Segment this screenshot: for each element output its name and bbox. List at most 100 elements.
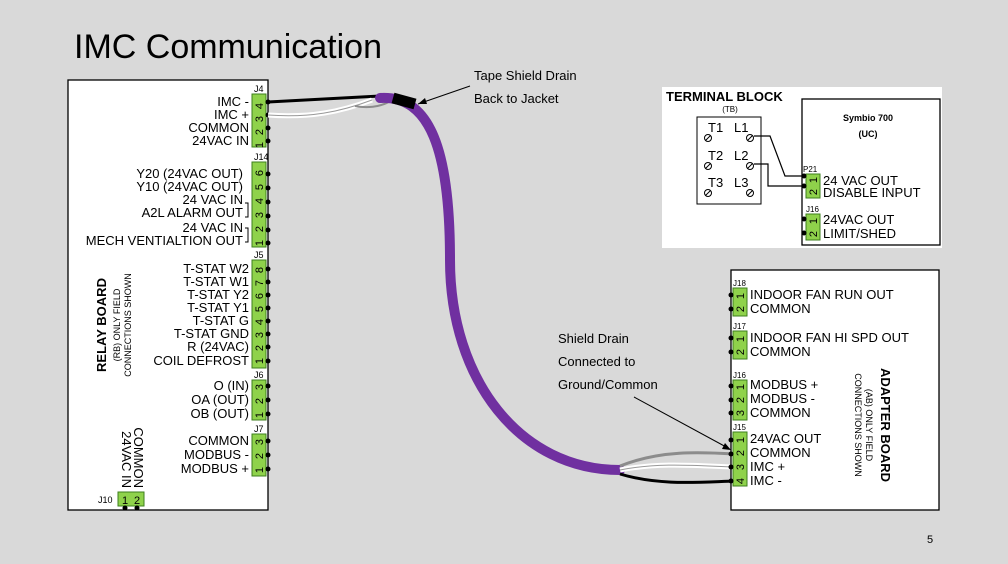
- j5-terminal-dot: [265, 318, 271, 324]
- relay-board-outline: [67, 79, 269, 511]
- j14-pin: 4: [254, 198, 266, 204]
- j10-terminal-dot: [134, 505, 140, 511]
- adapter-j15-terminal-dot: [728, 437, 734, 443]
- j10-label-24vac-in: 24VAC IN: [119, 431, 134, 488]
- p21-terminal-dot: [801, 183, 807, 189]
- adapter-board-name: ADAPTER BOARD: [878, 368, 893, 482]
- tb-l1-to-p21-wire: [754, 135, 804, 177]
- j6-pin: 1: [254, 412, 266, 418]
- callout-tape-shield-line2: Back to Jacket: [474, 91, 559, 106]
- j14-terminal-dot: [265, 240, 271, 246]
- j5-label: T-STAT W2: [183, 261, 249, 276]
- tb-l3: L3: [734, 175, 748, 190]
- j5-terminal-dot: [265, 266, 271, 272]
- j14-pin: 5: [254, 184, 266, 190]
- adapter-j17-pin: 1: [735, 336, 747, 342]
- symbio-j16-terminal-dot: [801, 230, 807, 236]
- j7-id: J7: [254, 424, 264, 434]
- adapter-j17-terminal-dot: [728, 335, 734, 341]
- j4-label-imc-minus: IMC -: [217, 94, 249, 109]
- j10-pin: 2: [134, 495, 140, 507]
- j14-label: 24 VAC IN: [183, 220, 243, 235]
- j5-pin: 8: [254, 267, 266, 273]
- symbio-j16-label: 24VAC OUT: [823, 212, 894, 227]
- adapter-j15-pin: 2: [735, 450, 747, 456]
- adapter-j16-terminal-dot: [728, 410, 734, 416]
- j14-label: Y10 (24VAC OUT): [136, 179, 243, 194]
- p21-label: DISABLE INPUT: [823, 185, 921, 200]
- j4-terminal-dot: [265, 138, 271, 144]
- j5-terminal-dot: [265, 292, 271, 298]
- adapter-j15-terminal-dot: [728, 478, 734, 484]
- relay-board: J4 IMC - IMC + COMMON 24VAC IN 4 3 2 1 J…: [67, 79, 271, 511]
- callout-tape-shield-line1: Tape Shield Drain: [474, 68, 577, 83]
- adapter-board-outline: [730, 269, 940, 511]
- adapter-j15-connector: [732, 431, 748, 487]
- adapter-j16-id: J16: [733, 371, 746, 380]
- purple-cable-jacket: [375, 92, 625, 475]
- adapter-j15-label: IMC -: [750, 473, 782, 488]
- adapter-j15-pin: 4: [735, 478, 747, 484]
- tb-l2: L2: [734, 148, 748, 163]
- j4-pin-2: 2: [254, 129, 266, 135]
- p21-label: 24 VAC OUT: [823, 173, 898, 188]
- j7-pin: 1: [254, 467, 266, 473]
- adapter-j15-label: IMC +: [750, 459, 785, 474]
- j5-pin: 7: [254, 280, 266, 286]
- j10-id: J10: [98, 495, 113, 505]
- tape-shield: [391, 92, 417, 110]
- j5-pin: 2: [254, 345, 266, 351]
- adapter-j15-id: J15: [733, 423, 746, 432]
- j6-id: J6: [254, 370, 264, 380]
- j4-pin-3: 3: [254, 116, 266, 122]
- callout-shield-drain-line3: Ground/Common: [558, 377, 658, 392]
- callout-shield-drain-line1: Shield Drain: [558, 331, 629, 346]
- j5-terminal-dot: [265, 358, 271, 364]
- symbio-j16-pin: 2: [808, 231, 820, 237]
- j5-terminal-dot: [265, 344, 271, 350]
- j7-label: MODBUS +: [181, 461, 249, 476]
- adapter-j18-connector: [732, 287, 748, 317]
- j7-pin: 2: [254, 453, 266, 459]
- j4-label-24vac-in: 24VAC IN: [192, 133, 249, 148]
- adapter-j16-pin: 2: [735, 397, 747, 403]
- imc-minus-wire-relay: [267, 94, 381, 104]
- callout-tape-shield-arrow: [418, 98, 427, 104]
- tb-t2: T2: [708, 148, 723, 163]
- j5-label: R (24VAC): [187, 339, 249, 354]
- j5-label: T-STAT GND: [174, 326, 249, 341]
- j7-label: COMMON: [188, 433, 249, 448]
- relay-board-sub2: CONNECTIONS SHOWN: [123, 273, 133, 377]
- adapter-board-sub1: (AB) ONLY FIELD: [864, 389, 874, 462]
- j14-terminal-dot: [265, 213, 271, 219]
- relay-board-name: RELAY BOARD: [94, 278, 109, 372]
- callout-shield-drain-line2: Connected to: [558, 354, 635, 369]
- imc-plus-wire-outline: [267, 99, 373, 117]
- j5-pin: 4: [254, 319, 266, 325]
- j6-pin: 2: [254, 398, 266, 404]
- j14-pin: 2: [254, 226, 266, 232]
- adapter-j17-pin: 2: [735, 349, 747, 355]
- j4-label-imc-plus: IMC +: [214, 107, 249, 122]
- adapter-board: J18 1 2 INDOOR FAN RUN OUT COMMON J17 1 …: [728, 269, 940, 511]
- p21-pin: 2: [808, 189, 820, 195]
- j4-terminal-dot: [265, 125, 271, 131]
- j5-label: T-STAT G: [193, 313, 249, 328]
- symbio-outline: [801, 98, 941, 246]
- adapter-j15-label: COMMON: [750, 445, 811, 460]
- j5-connector: [251, 259, 267, 369]
- j5-pin: 6: [254, 293, 266, 299]
- adapter-j18-pin: 1: [735, 293, 747, 299]
- callout-shield-drain-leader: [633, 396, 729, 449]
- adapter-j16-label: MODBUS -: [750, 391, 815, 406]
- symbio-name: Symbio 700: [843, 113, 893, 123]
- j5-pin: 1: [254, 358, 266, 364]
- relay-board-sub1: (RB) ONLY FIELD: [112, 288, 122, 361]
- callout-shield-drain-arrow: [722, 443, 731, 450]
- p21-id: P21: [803, 165, 818, 174]
- adapter-j17-label: COMMON: [750, 344, 811, 359]
- j14-terminal-dot: [265, 199, 271, 205]
- j4-label-common: COMMON: [188, 120, 249, 135]
- j4-pin-4: 4: [254, 103, 266, 109]
- j6-label: OB (OUT): [191, 406, 250, 421]
